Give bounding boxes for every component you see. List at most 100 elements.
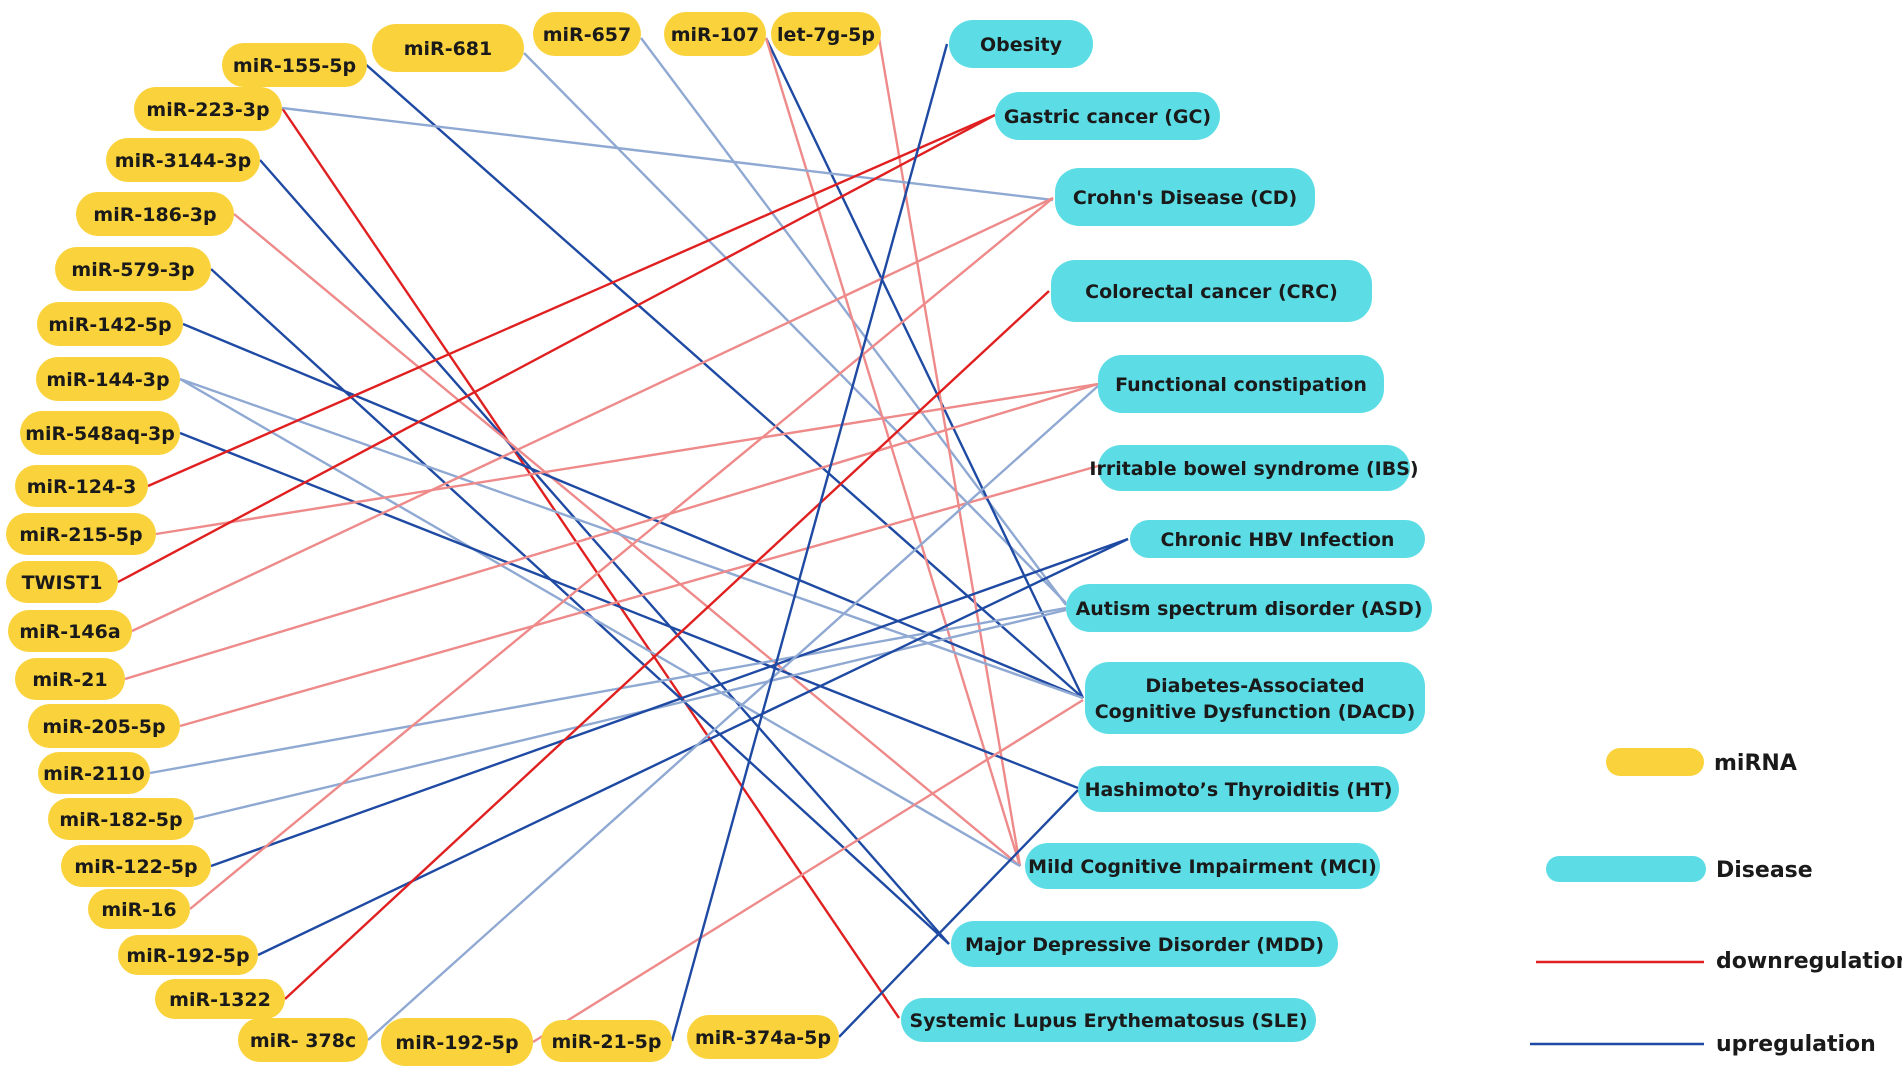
disease-node-shape (1025, 843, 1380, 889)
mirna-node-label: miR-192-5p (126, 945, 249, 967)
mirna-node-shape (37, 302, 183, 346)
disease-node-shape (1098, 355, 1384, 413)
edge-m146-to-cd (131, 196, 1054, 633)
disease-node-label: Irritable bowel syndrome (IBS) (1089, 458, 1418, 480)
mirna-node-shape (687, 1015, 839, 1059)
disease-node-fc: Functional constipation (1098, 355, 1384, 413)
mirna-node-m657: miR-657 (533, 12, 641, 56)
mirna-node-m186: miR-186-3p (76, 192, 234, 236)
disease-node-label: Cognitive Dysfunction (DACD) (1095, 701, 1416, 723)
disease-node-cd: Crohn's Disease (CD) (1055, 168, 1315, 226)
edge-m144-to-dacd (179, 377, 1084, 700)
disease-node-label: Crohn's Disease (CD) (1073, 187, 1297, 209)
disease-node-ht: Hashimoto’s Thyroiditis (HT) (1078, 766, 1399, 812)
disease-node-obesity: Obesity (949, 20, 1093, 68)
edge-m182-to-asd (193, 608, 1067, 821)
mirna-node-m681: miR-681 (372, 24, 524, 72)
edge-twist1-to-gc (117, 113, 996, 584)
disease-node-asd: Autism spectrum disorder (ASD) (1066, 584, 1432, 632)
mirna-node-shape (88, 889, 190, 929)
edge-m2110-to-asd (149, 606, 1067, 775)
mirna-node-m579: miR-579-3p (55, 247, 211, 291)
mirna-node-m107: miR-107 (664, 12, 766, 56)
edge-m21_5p-to-obesity (670, 43, 949, 1042)
mirna-node-label: miR-16 (101, 899, 176, 921)
mirna-node-m21: miR-21 (15, 658, 125, 700)
mirna-node-let7g: let-7g-5p (771, 12, 881, 56)
edge-m223-to-cd (281, 106, 1054, 202)
disease-node-sle: Systemic Lupus Erythematosus (SLE) (901, 998, 1316, 1042)
mirna-node-shape (372, 24, 524, 72)
edge-m21-to-fc (124, 382, 1099, 681)
mirna-node-m3144: miR-3144-3p (106, 138, 260, 182)
edge-m155-to-dacd (362, 61, 1084, 699)
mirna-node-twist1: TWIST1 (6, 561, 118, 603)
edge-m548-to-ht (179, 431, 1079, 790)
mirna-node-shape (48, 798, 194, 840)
mirna-node-m182: miR-182-5p (48, 798, 194, 840)
mirna-node-m155: miR-155-5p (222, 43, 367, 87)
mirna-node-shape (36, 357, 180, 401)
mirna-node-shape (38, 752, 150, 794)
mirna-node-shape (15, 658, 125, 700)
mirna-node-m192b: miR-192-5p (381, 1018, 533, 1066)
mirna-node-label: miR-122-5p (74, 856, 197, 878)
mirna-node-shape (8, 610, 132, 652)
mirna-node-shape (106, 138, 260, 182)
disease-node-shape (901, 998, 1316, 1042)
mirna-node-label: miR-144-3p (46, 369, 169, 391)
mirna-node-shape (76, 192, 234, 236)
mirna-node-label: TWIST1 (22, 572, 103, 594)
disease-node-ibs: Irritable bowel syndrome (IBS) (1089, 445, 1419, 491)
mirna-node-shape (771, 12, 881, 56)
disease-node-shape (1085, 662, 1425, 734)
mirna-node-label: miR-2110 (43, 763, 145, 785)
legend-upregulation: upregulation (1530, 1032, 1876, 1057)
disease-node-shape (1098, 445, 1410, 491)
disease-node-label: Autism spectrum disorder (ASD) (1076, 598, 1423, 620)
mirna-node-m374: miR-374a-5p (687, 1015, 839, 1059)
disease-node-label: Chronic HBV Infection (1161, 529, 1395, 551)
mirna-node-shape (118, 935, 258, 975)
mirna-node-shape (28, 704, 180, 748)
mirna-node-label: miR-3144-3p (115, 150, 251, 172)
edge-m192a-to-hbv (257, 537, 1129, 957)
legend-disease-swatch (1546, 856, 1706, 882)
edge-m144-to-mci (179, 377, 1021, 868)
mirna-node-label: miR-155-5p (233, 55, 356, 77)
legend-mirna: miRNA (1606, 748, 1797, 776)
disease-node-label: Colorectal cancer (CRC) (1085, 281, 1338, 303)
mirna-node-m124: miR-124-3 (15, 465, 148, 507)
disease-node-crc: Colorectal cancer (CRC) (1051, 260, 1372, 322)
legend-disease-label: Disease (1716, 858, 1813, 883)
edge-m192b-to-dacd (532, 698, 1084, 1044)
mirna-node-shape (134, 87, 282, 131)
edge-m186-to-mci (233, 213, 1021, 867)
disease-node-shape (951, 921, 1338, 967)
mirna-node-shape (61, 845, 211, 887)
mirna-node-label: miR-657 (543, 24, 632, 46)
mirna-node-shape (664, 12, 766, 56)
mirna-node-label: miR-223-3p (146, 99, 269, 121)
mirna-node-label: miR- 378c (250, 1030, 356, 1052)
disease-node-label: Major Depressive Disorder (MDD) (965, 934, 1324, 956)
disease-node-shape (1051, 260, 1372, 322)
legend-mirna-swatch (1606, 748, 1704, 776)
mirna-node-shape (238, 1018, 368, 1062)
edges-layer (117, 37, 1129, 1044)
legend-up-label: upregulation (1716, 1032, 1876, 1057)
mirna-node-m548: miR-548aq-3p (20, 411, 180, 455)
disease-node-mci: Mild Cognitive Impairment (MCI) (1025, 843, 1380, 889)
disease-node-label: Hashimoto’s Thyroiditis (HT) (1085, 779, 1393, 801)
mirna-node-m192a: miR-192-5p (118, 935, 258, 975)
edge-m1322-to-crc (284, 290, 1050, 1000)
mirna-node-shape (6, 561, 118, 603)
edge-m215-to-fc (155, 382, 1099, 536)
mirna-node-label: miR-374a-5p (695, 1027, 831, 1049)
disease-node-label: Mild Cognitive Impairment (MCI) (1028, 856, 1377, 878)
mirna-node-label: miR-21 (32, 669, 107, 691)
edge-m124-to-gc (147, 113, 996, 488)
disease-node-shape (1078, 766, 1399, 812)
